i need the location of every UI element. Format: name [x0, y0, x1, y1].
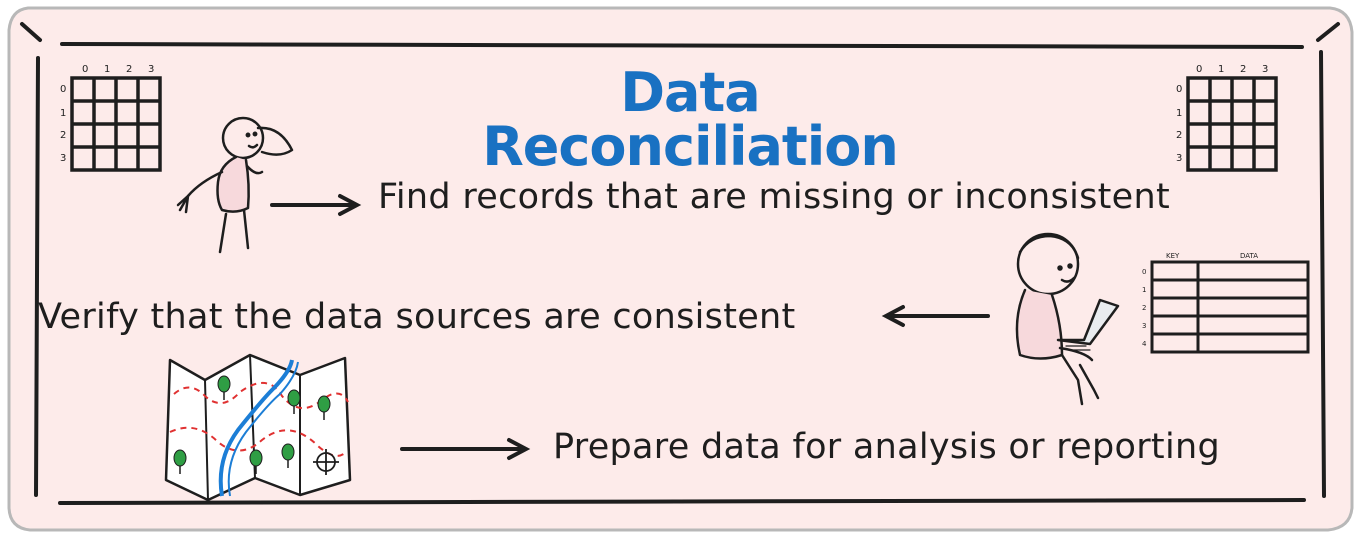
arrow-right-1	[270, 194, 362, 216]
grid-left-col-2: 2	[126, 64, 132, 75]
arrow-left-2	[881, 305, 990, 327]
step-2-text: Verify that the data sources are consist…	[38, 297, 796, 337]
grid-left-row-3: 3	[60, 153, 66, 164]
grid-left-icon: 0 1 2 3 0 1 2 3	[60, 64, 162, 172]
grid-right-col-3: 3	[1262, 64, 1268, 75]
arrow-right-3	[400, 438, 531, 460]
key-table-row-4: 4	[1142, 340, 1147, 348]
step-3-text: Prepare data for analysis or reporting	[553, 427, 1220, 467]
grid-right-icon: 0 1 2 3 0 1 2 3	[1176, 64, 1278, 172]
inner-frame	[20, 22, 1340, 505]
step-1-text: Find records that are missing or inconsi…	[378, 177, 1170, 217]
key-table-row-1: 1	[1142, 286, 1146, 294]
page-title: Data Reconciliation	[482, 61, 899, 178]
person-looking-icon	[176, 116, 294, 254]
grid-right-row-0: 0	[1176, 84, 1182, 95]
map-target-icon	[313, 449, 339, 475]
key-table-row-3: 3	[1142, 322, 1146, 330]
key-table-row-2: 2	[1142, 304, 1146, 312]
grid-right-row-1: 1	[1176, 108, 1182, 119]
grid-left-row-1: 1	[60, 108, 66, 119]
key-table-row-0: 0	[1142, 268, 1146, 276]
grid-right-row-2: 2	[1176, 130, 1182, 141]
key-table-header-key: KEY	[1166, 252, 1180, 260]
grid-left-col-0: 0	[82, 64, 88, 75]
grid-right-col-2: 2	[1240, 64, 1246, 75]
key-table-header-data: DATA	[1240, 252, 1258, 260]
grid-left-col-3: 3	[148, 64, 154, 75]
folded-map-icon	[164, 353, 352, 502]
grid-right-row-3: 3	[1176, 153, 1182, 164]
grid-left-row-0: 0	[60, 84, 66, 95]
key-data-table-icon: KEY DATA 0 1 2 3 4	[1142, 252, 1310, 354]
grid-left-row-2: 2	[60, 130, 66, 141]
grid-right-col-0: 0	[1196, 64, 1202, 75]
person-laptop-icon	[1015, 232, 1120, 406]
grid-right-col-1: 1	[1218, 64, 1224, 75]
grid-left-col-1: 1	[104, 64, 110, 75]
